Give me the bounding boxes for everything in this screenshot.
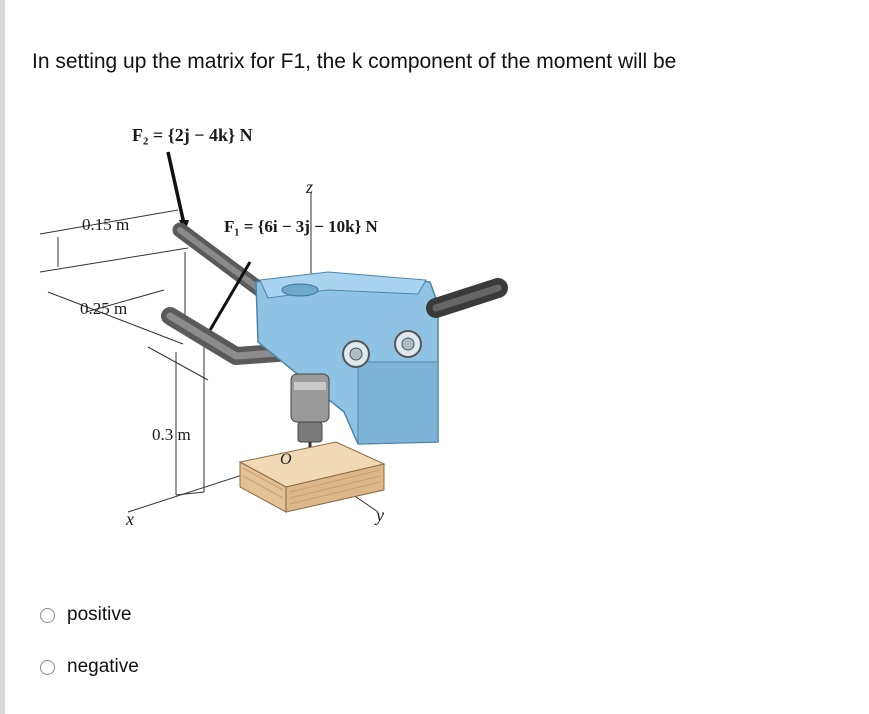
- dimension-0-3: 0.3 m: [152, 425, 191, 444]
- radio-negative[interactable]: [40, 659, 55, 675]
- option-negative-label: negative: [67, 656, 139, 677]
- option-negative[interactable]: negative: [40, 652, 139, 682]
- wood-block: [238, 441, 386, 513]
- drill-body: [255, 271, 439, 445]
- question-text: In setting up the matrix for F1, the k c…: [32, 50, 677, 73]
- left-border: [0, 0, 5, 714]
- option-positive[interactable]: positive: [40, 600, 139, 630]
- f2-label: F₂ = {2j − 4k} N: [132, 125, 253, 145]
- answer-options: positive negative: [40, 600, 139, 704]
- radio-positive[interactable]: [40, 607, 55, 623]
- f2-arrow: [166, 151, 189, 232]
- option-positive-label: positive: [67, 604, 132, 625]
- axis-y-label: y: [376, 505, 384, 525]
- dimension-0-15: 0.15 m: [82, 215, 130, 234]
- drill-figure: F₂ = {2j − 4k} N F₁ = {6i − 3j − 10k} N …: [28, 112, 508, 532]
- axis-x-label: x: [126, 509, 134, 529]
- drill-cord: [426, 278, 508, 318]
- dimension-0-25: 0.25 m: [80, 299, 128, 318]
- axis-z-label: z: [306, 177, 314, 197]
- drill-illustration: [39, 151, 508, 513]
- f1-label: F₁ = {6i − 3j − 10k} N: [224, 217, 378, 236]
- origin-label: O: [280, 451, 292, 468]
